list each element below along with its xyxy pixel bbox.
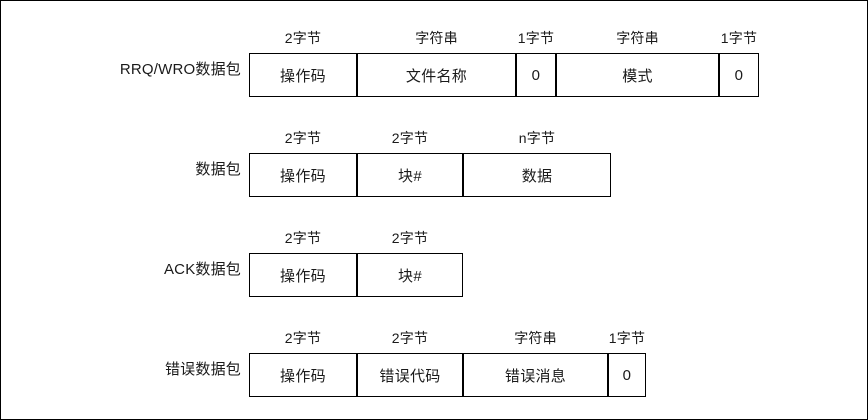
packet-row-label: 错误数据包: [164, 361, 241, 378]
packet-field: 数据: [463, 153, 611, 197]
packet-field: 错误代码: [357, 353, 463, 397]
packet-field: 操作码: [249, 253, 357, 297]
field-size-label: 2字节: [391, 230, 429, 246]
packet-field: 文件名称: [357, 53, 516, 97]
field-size-label: 1字节: [608, 330, 646, 346]
field-size-label: 1字节: [720, 30, 758, 46]
packet-row-label: ACK数据包: [163, 261, 241, 278]
packet-row: ACK数据包 2字节操作码 2字节块#: [1, 227, 867, 317]
packet-row: 数据包 2字节操作码 2字节块# n字节数据: [1, 127, 867, 217]
packet-field: 操作码: [249, 153, 357, 197]
field-size-label: 字符串: [616, 30, 659, 46]
field-size-label: 2字节: [284, 330, 322, 346]
packet-field: 操作码: [249, 353, 357, 397]
packet-field: 0: [516, 53, 556, 97]
packet-field: 块#: [357, 153, 463, 197]
packet-row-label: RRQ/WRO数据包: [119, 61, 241, 78]
field-size-label: 2字节: [284, 130, 322, 146]
packet-field: 错误消息: [463, 353, 608, 397]
packet-row-label: 数据包: [195, 161, 241, 178]
field-size-label: 2字节: [284, 230, 322, 246]
packet-field: 模式: [556, 53, 719, 97]
field-size-label: 1字节: [517, 30, 555, 46]
packet-field: 0: [719, 53, 759, 97]
field-size-label: n字节: [518, 130, 556, 146]
packet-field: 0: [608, 353, 646, 397]
field-size-label: 2字节: [284, 30, 322, 46]
field-size-label: 2字节: [391, 130, 429, 146]
field-size-label: 字符串: [415, 30, 458, 46]
field-size-label: 字符串: [514, 330, 557, 346]
packet-field: 操作码: [249, 53, 357, 97]
packet-field: 块#: [357, 253, 463, 297]
field-size-label: 2字节: [391, 330, 429, 346]
